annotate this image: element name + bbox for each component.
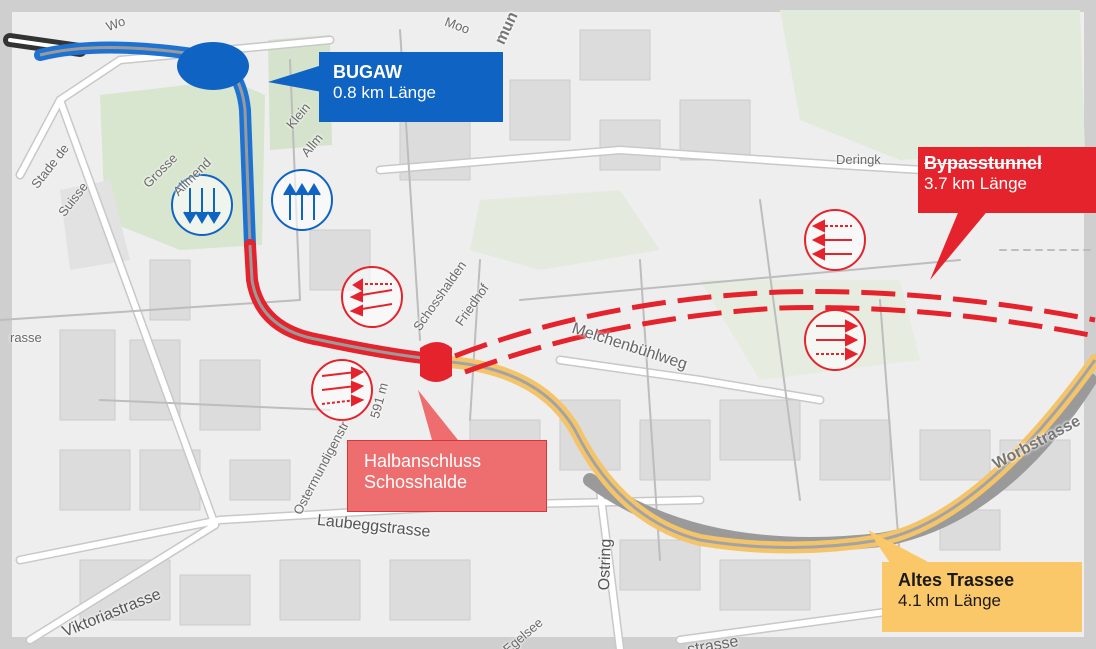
callout-altes-trassee-length: 4.1 km Länge — [898, 590, 1002, 610]
dir-red-right-1 — [311, 359, 373, 421]
route-bypasstunnel — [454, 289, 1096, 375]
callout-altes-trassee[interactable]: Altes Trassee 4.1 km Länge — [882, 562, 1082, 632]
label-deringk: Deringk — [836, 152, 881, 167]
callout-halbanschluss-line1: Halbanschluss — [364, 451, 482, 471]
callout-bypasstunnel-title: Bypasstunnel — [924, 153, 1043, 173]
dir-red-left-2 — [804, 209, 866, 271]
callout-bypasstunnel[interactable]: Bypasstunnel 3.7 km Länge — [918, 147, 1096, 213]
callout-bugaw[interactable]: BUGAW 0.8 km Länge — [319, 52, 503, 122]
park-kleine-allmend — [268, 35, 332, 150]
dir-red-left-1 — [341, 266, 403, 328]
label-trasse-left: rasse — [10, 330, 42, 345]
callout-halbanschluss-line2: Schosshalde — [364, 471, 468, 492]
callout-bugaw-length: 0.8 km Länge — [333, 82, 437, 102]
callout-altes-trassee-title: Altes Trassee — [898, 570, 1015, 590]
portal-halbanschluss — [420, 342, 452, 382]
callout-bypasstunnel-length: 3.7 km Länge — [924, 173, 1028, 193]
callout-halbanschluss[interactable]: Halbanschluss Schosshalde — [347, 440, 547, 512]
portal-bugaw — [177, 42, 249, 90]
label-ostring: Ostring — [596, 538, 615, 591]
dir-blue-down — [171, 174, 233, 236]
dir-blue-up — [271, 169, 333, 231]
dir-red-right-2 — [804, 309, 866, 371]
callout-bugaw-title: BUGAW — [333, 62, 402, 82]
